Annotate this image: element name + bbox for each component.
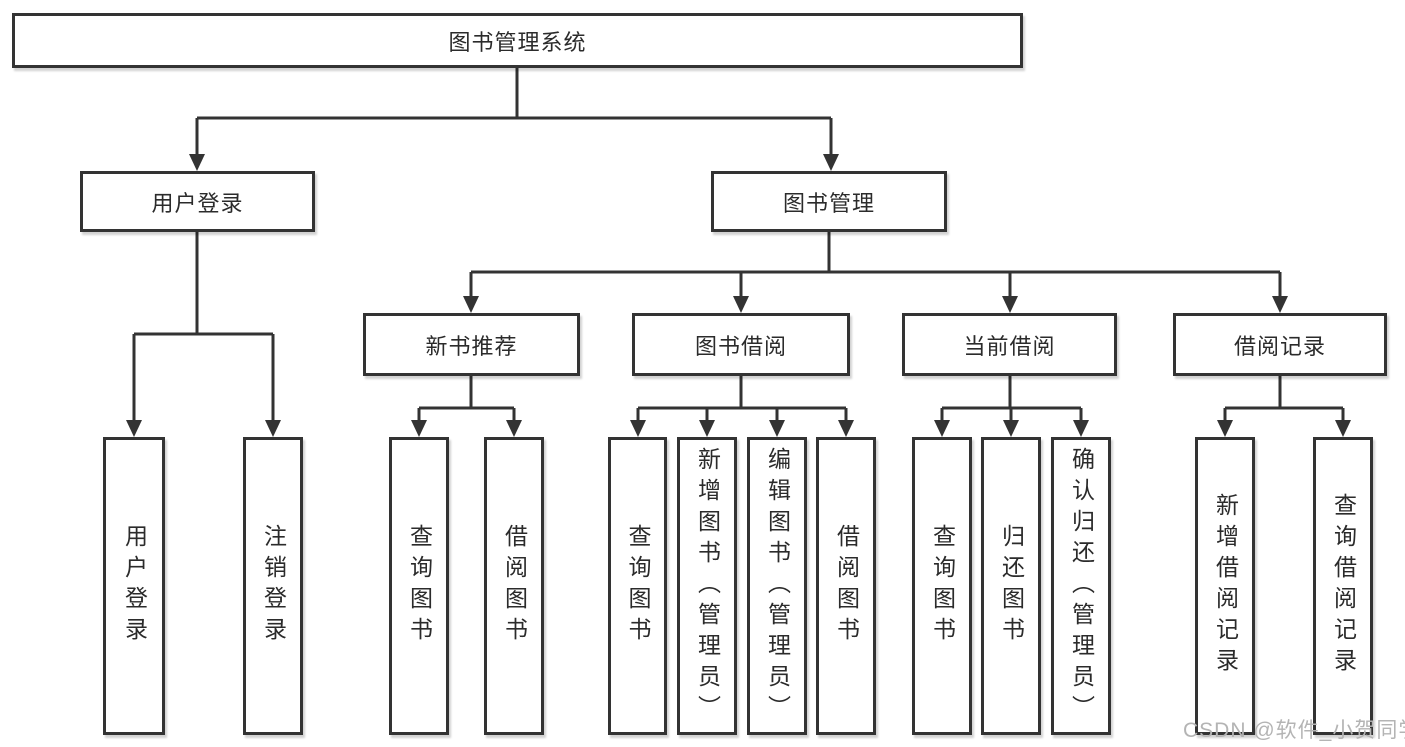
node-new-book-recommend: 新书推荐: [363, 313, 580, 376]
leaf-edit-book-admin: 编辑图书（管理员）: [747, 437, 807, 735]
leaf-confirm-return-admin: 确认归还（管理员）: [1051, 437, 1111, 735]
leaf-user-login: 用户登录: [103, 437, 165, 735]
node-current-borrowing: 当前借阅: [902, 313, 1117, 376]
csdn-watermark: CSDN @软件_小贺同学: [1183, 719, 1405, 742]
leaf-add-borrow-record: 新增借阅记录: [1195, 437, 1255, 735]
node-library-system: 图书管理系统: [12, 13, 1023, 68]
node-book-management: 图书管理: [711, 171, 947, 232]
leaf-query-books-borrowing: 查询图书: [608, 437, 667, 735]
leaf-query-borrow-record: 查询借阅记录: [1313, 437, 1373, 735]
leaf-query-books-recommend: 查询图书: [389, 437, 449, 735]
leaf-borrow-books-recommend: 借阅图书: [484, 437, 544, 735]
node-borrowing-records: 借阅记录: [1173, 313, 1387, 376]
leaf-query-books-current: 查询图书: [912, 437, 972, 735]
leaf-borrow-books: 借阅图书: [816, 437, 876, 735]
leaf-return-books: 归还图书: [981, 437, 1041, 735]
connector-path: [132, 66, 1345, 422]
node-user-login: 用户登录: [80, 171, 315, 232]
leaf-logout: 注销登录: [243, 437, 303, 735]
leaf-add-book-admin: 新增图书（管理员）: [677, 437, 737, 735]
node-book-borrowing: 图书借阅: [632, 313, 850, 376]
arrowheads: [126, 154, 1351, 437]
